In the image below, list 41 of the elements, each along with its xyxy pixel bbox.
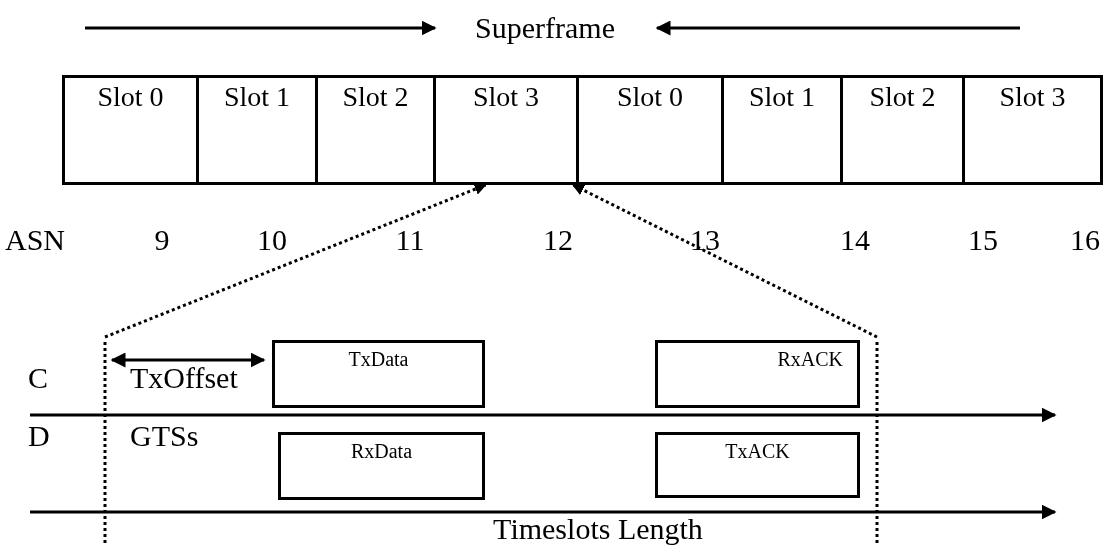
slot-label: Slot 0 — [96, 82, 165, 112]
asn-number: 13 — [690, 224, 720, 256]
slot-label: Slot 3 — [998, 82, 1067, 112]
frame-label: RxData — [349, 440, 414, 462]
frame-label: TxACK — [724, 440, 791, 462]
frame-box — [655, 340, 860, 408]
asn-number: 14 — [840, 224, 870, 256]
leader-line — [572, 183, 878, 339]
slot-box — [196, 75, 318, 185]
frame-label: TxData — [347, 348, 410, 370]
asn-label: ASN — [5, 224, 65, 256]
gts-label: GTSs — [130, 420, 199, 452]
slot-label: Slot 2 — [868, 82, 937, 112]
channel-label: D — [28, 420, 50, 452]
slot-box — [433, 75, 579, 185]
asn-number: 15 — [968, 224, 998, 256]
asn-number: 12 — [543, 224, 573, 256]
slot-label: Slot 0 — [615, 82, 685, 112]
channel-label: C — [28, 362, 48, 394]
slot-box — [62, 75, 199, 185]
slot-box — [840, 75, 965, 185]
axis-label: Timeslots Length — [493, 513, 703, 545]
slot-box — [315, 75, 436, 185]
asn-number: 10 — [257, 224, 287, 256]
frame-label: RxACK — [776, 348, 843, 370]
frame-box — [272, 340, 485, 408]
slot-box — [962, 75, 1103, 185]
asn-number: 9 — [154, 224, 170, 256]
slot-label: Slot 1 — [222, 82, 292, 112]
slot-label: Slot 1 — [747, 82, 817, 112]
asn-number: 11 — [395, 224, 425, 256]
leader-line — [104, 183, 487, 339]
slot-label: Slot 3 — [471, 82, 541, 112]
frame-box — [278, 432, 485, 500]
asn-number: 16 — [1070, 224, 1100, 256]
slot-box — [576, 75, 724, 185]
slot-label: Slot 2 — [341, 82, 410, 112]
superframe-label: Superframe — [475, 12, 615, 44]
slot-box — [721, 75, 843, 185]
offset-label: TxOffset — [130, 362, 238, 394]
frame-box — [655, 432, 860, 498]
